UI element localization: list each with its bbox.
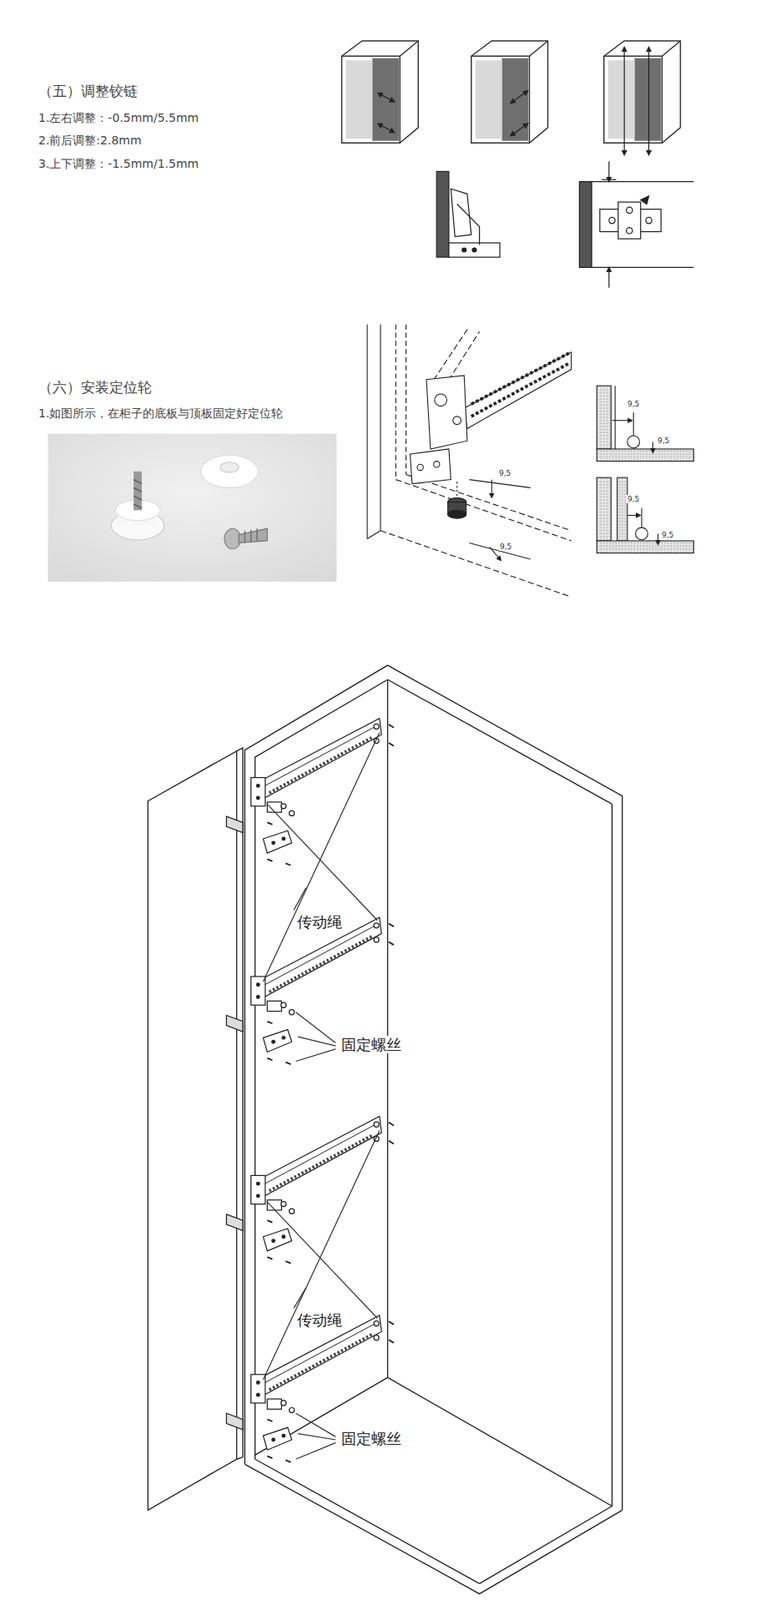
adjust-note: 1.左右调整：-0.5mm/5.5mm xyxy=(37,110,200,125)
part-name: 传动绳 xyxy=(296,913,343,932)
label-text: （五）调整铰链 xyxy=(37,82,139,100)
section-heading: （五）调整铰链 xyxy=(37,83,139,101)
install-note: 1.如图所示，在柜子的底板与顶板固定好定位轮 xyxy=(37,406,284,420)
label-text: 1.左右调整：-0.5mm/5.5mm xyxy=(37,110,200,125)
label-text: （六）安装定位轮 xyxy=(37,378,153,396)
section-heading: （六）安装定位轮 xyxy=(37,379,153,397)
hinge-adjust-icons xyxy=(342,40,681,153)
dimension: 9,5 xyxy=(660,530,675,540)
dimension: 9,5 xyxy=(626,399,641,409)
dimension: 9,5 xyxy=(498,468,512,478)
part-name: 固定螺丝 xyxy=(340,1430,403,1448)
label-text: 传动绳 xyxy=(296,1310,343,1329)
label-text: 1.如图所示，在柜子的底板与顶板固定好定位轮 xyxy=(37,406,284,420)
drive-ropes xyxy=(262,732,379,1380)
label-text: 固定螺丝 xyxy=(340,1429,403,1447)
label-text: 2.前后调整:2.8mm xyxy=(37,133,143,147)
hinge-detail xyxy=(436,161,694,288)
drawer-slides xyxy=(226,718,394,1462)
adjust-note: 2.前后调整:2.8mm xyxy=(37,133,143,147)
label-text: 传动绳 xyxy=(296,912,343,931)
part-name: 传动绳 xyxy=(296,1311,343,1330)
part-name: 固定螺丝 xyxy=(340,1036,403,1054)
label-text: 9,5 xyxy=(498,542,513,551)
label-text: 9,5 xyxy=(626,399,641,409)
cabinet-drawing xyxy=(147,665,622,1593)
wheel-install-drawing xyxy=(367,324,572,597)
dimension: 9,5 xyxy=(656,436,671,445)
wheel-section-drawings xyxy=(596,385,694,553)
wheel-photo xyxy=(47,433,337,582)
adjust-note: 3.上下调整：-1.5mm/1.5mm xyxy=(37,156,200,171)
dimension: 9,5 xyxy=(626,494,641,504)
label-text: 9,5 xyxy=(498,468,512,478)
label-text: 9,5 xyxy=(656,436,671,445)
label-text: 9,5 xyxy=(626,494,641,504)
dimension: 9,5 xyxy=(498,542,513,551)
label-text: 9,5 xyxy=(660,530,675,540)
label-text: 固定螺丝 xyxy=(340,1035,403,1054)
screw-leaders xyxy=(296,1012,337,1459)
label-text: 3.上下调整：-1.5mm/1.5mm xyxy=(37,156,200,171)
